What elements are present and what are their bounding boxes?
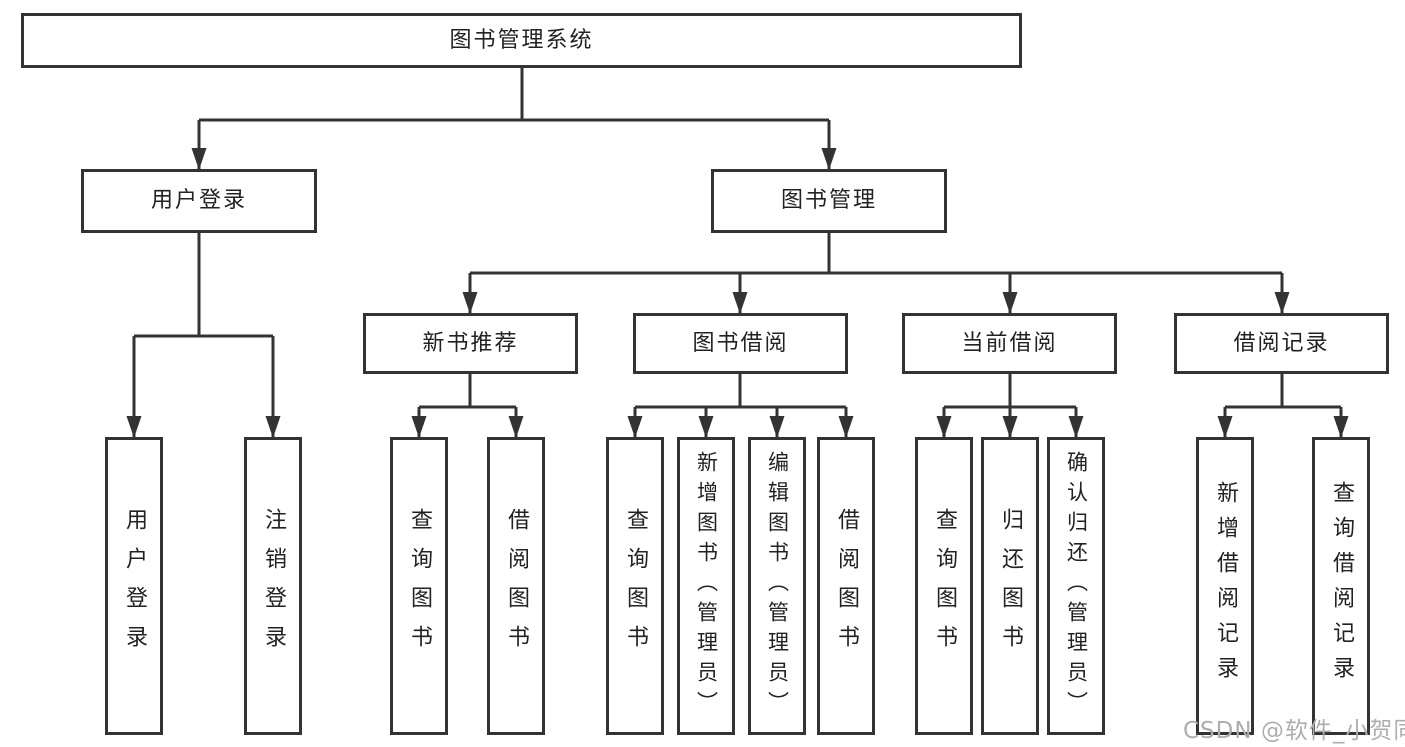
leaf-query-books-recommend: 查询图书 — [390, 437, 448, 735]
wire-user-login-to-children — [134, 233, 273, 338]
node-new-book-recommend: 新书推荐 — [363, 313, 578, 374]
node-current-borrow: 当前借阅 — [902, 313, 1117, 374]
leaf-return-books: 归还图书 — [981, 437, 1039, 735]
wire-new-book-recommend-to-children — [419, 374, 516, 409]
leaf-confirm-return-admin: 确认归还（管理员） — [1047, 437, 1105, 735]
leaf-query-books-borrow: 查询图书 — [606, 437, 664, 735]
node-library-management-system: 图书管理系统 — [21, 13, 1022, 68]
csdn-watermark: CSDN @软件_小贺同学 — [1183, 718, 1405, 744]
leaf-query-borrow-record: 查询借阅记录 — [1312, 437, 1370, 735]
leaf-logout-login: 注销登录 — [244, 437, 302, 735]
leaf-borrow-books: 借阅图书 — [817, 437, 875, 735]
node-user-login: 用户登录 — [81, 169, 317, 233]
wire-current-borrow-to-children — [944, 374, 1076, 409]
leaf-query-books-current: 查询图书 — [915, 437, 973, 735]
leaf-add-borrow-record: 新增借阅记录 — [1196, 437, 1254, 735]
node-borrow-records: 借阅记录 — [1174, 313, 1389, 374]
wire-borrow-records-to-children — [1225, 374, 1341, 409]
leaf-edit-books-admin: 编辑图书（管理员） — [748, 437, 806, 735]
node-book-borrow: 图书借阅 — [633, 313, 848, 374]
leaf-add-books-admin: 新增图书（管理员） — [677, 437, 735, 735]
wire-book-management-to-level3 — [470, 233, 1282, 275]
leaf-borrow-books-recommend: 借阅图书 — [487, 437, 545, 735]
wire-root-to-level2 — [199, 68, 829, 122]
leaf-user-login: 用户登录 — [105, 437, 163, 735]
wire-book-borrow-to-children — [635, 374, 846, 409]
node-book-management: 图书管理 — [711, 169, 947, 233]
